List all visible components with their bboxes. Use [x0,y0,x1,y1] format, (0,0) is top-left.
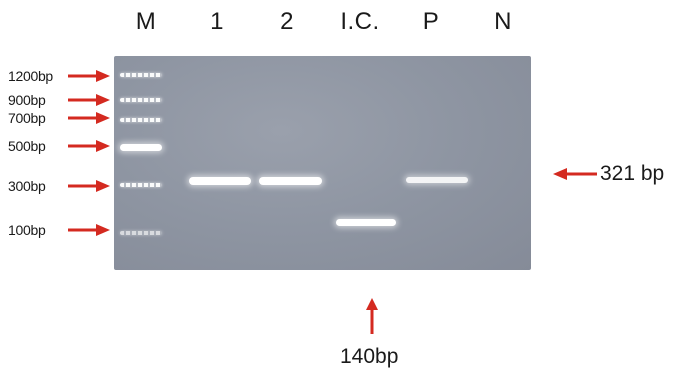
arrow-right-icon [68,224,110,236]
lane-label-p: P [422,8,440,35]
band-size-label-321: 321 bp [600,162,665,185]
arrow-right-icon [68,94,110,106]
marker-label: 100bp [8,222,46,238]
lane-label-ic: I.C. [340,8,380,35]
marker-300: 300bp [8,176,46,196]
ladder-band-900 [120,98,162,102]
marker-label: 1200bp [8,68,53,84]
ladder-band-100 [120,231,162,235]
arrow-up-icon [366,298,378,334]
marker-1200: 1200bp [8,66,53,86]
band-lane-1 [189,177,251,185]
ladder-band-300 [120,183,162,187]
lane-label-2: 2 [280,8,294,35]
band-lane-ic [336,219,396,226]
ladder-band-1200 [120,73,162,77]
marker-900: 900bp [8,90,46,110]
arrow-right-icon [68,180,110,192]
band-lane-p [406,177,468,183]
arrow-right-icon [68,112,110,124]
band-size-label-140: 140bp [340,345,399,368]
marker-label: 300bp [8,178,46,194]
lane-label-m: M [135,8,157,35]
band-lane-2 [259,177,322,185]
gel-image [114,56,531,270]
arrow-right-icon [68,140,110,152]
marker-500: 500bp [8,136,46,156]
ladder-band-500 [120,144,162,151]
marker-label: 500bp [8,138,46,154]
marker-100: 100bp [8,220,46,240]
arrow-left-icon [553,168,597,180]
lane-label-n: N [494,8,512,35]
marker-700: 700bp [8,108,46,128]
marker-label: 900bp [8,92,46,108]
lane-label-1: 1 [210,8,224,35]
ladder-band-700 [120,118,162,122]
arrow-right-icon [68,70,110,82]
marker-label: 700bp [8,110,46,126]
